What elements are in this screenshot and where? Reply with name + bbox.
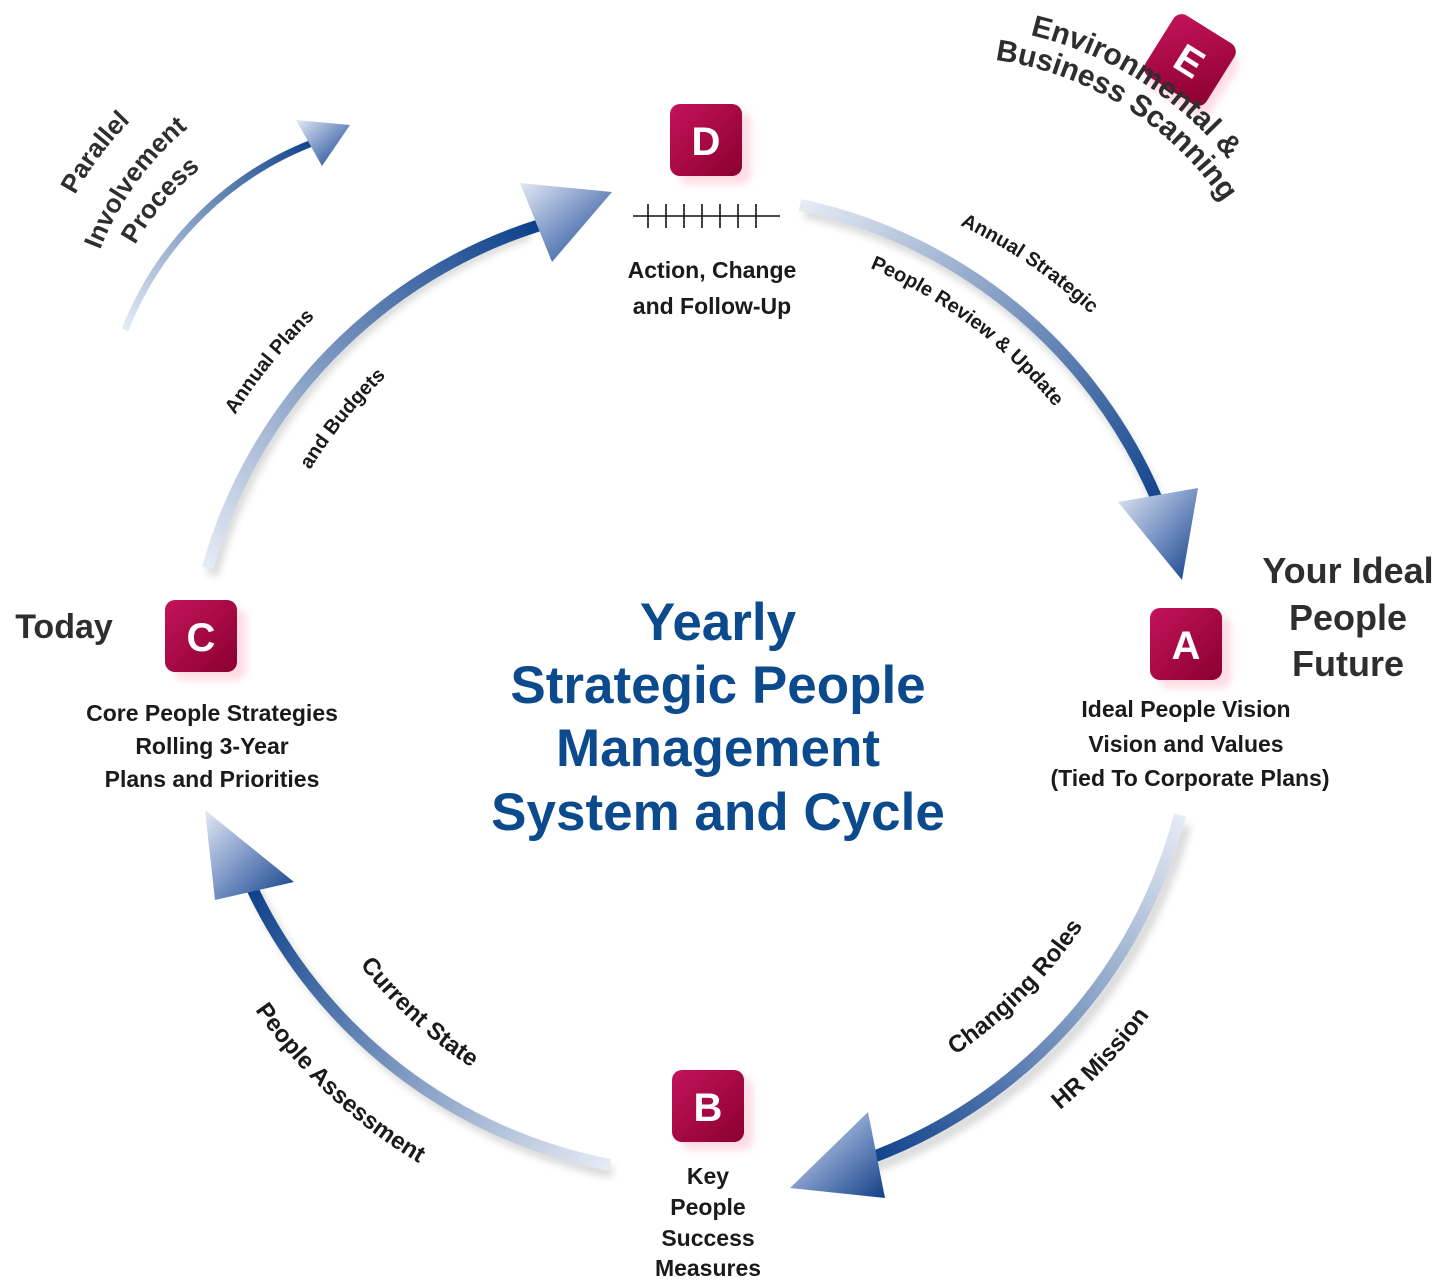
node-c-line-3: Plans and Priorities (105, 766, 320, 792)
node-d-line-1: Action, Change (628, 257, 797, 283)
node-c-heading: Today (15, 608, 113, 646)
node-c-text: Core People Strategies Rolling 3-Year Pl… (86, 700, 338, 792)
arrow-a-to-b (790, 813, 1186, 1198)
badge-c-letter: C (187, 616, 216, 660)
parallel-label: Parallel Involvement Process (54, 104, 204, 252)
label-a-to-b-line-2: HR Mission (1046, 1002, 1154, 1114)
badge-e: E (1144, 14, 1239, 119)
arrow-c-to-d (202, 183, 612, 570)
node-b-line-3: Success (661, 1225, 754, 1251)
node-b-line-1: Key (687, 1163, 729, 1189)
node-a-line-3: (Tied To Corporate Plans) (1050, 765, 1329, 791)
center-title-line-2: Strategic People (510, 656, 925, 715)
center-title: Yearly Strategic People Management Syste… (491, 593, 945, 842)
center-title-line-4: System and Cycle (491, 783, 945, 842)
center-title-line-3: Management (556, 719, 880, 778)
label-d-to-a-line-1: Annual Strategic (958, 210, 1103, 318)
node-c-line-1: Core People Strategies (86, 700, 338, 726)
node-a-text: Ideal People Vision Vision and Values (T… (1050, 696, 1329, 791)
center-title-line-1: Yearly (640, 593, 797, 652)
node-a-heading-line-1: Your Ideal (1262, 550, 1433, 591)
node-b-line-2: People (670, 1194, 745, 1220)
badge-d: D (670, 104, 751, 184)
label-b-to-c: Current State People Assessment (250, 952, 483, 1169)
node-d-text: Action, Change and Follow-Up (628, 257, 797, 319)
badge-b: B (672, 1070, 753, 1150)
badge-a-letter: A (1172, 624, 1201, 668)
node-a-heading: Your Ideal People Future (1262, 550, 1433, 684)
node-a-line-1: Ideal People Vision (1081, 696, 1290, 722)
node-a-line-2: Vision and Values (1088, 731, 1283, 757)
arrow-d-to-a (798, 199, 1198, 580)
node-d-line-2: and Follow-Up (633, 293, 791, 319)
node-b-line-4: Measures (655, 1255, 761, 1280)
badge-b-letter: B (694, 1086, 723, 1130)
node-a-heading-line-3: Future (1292, 643, 1404, 684)
arrow-parallel-involvement (121, 120, 350, 332)
badge-c: C (165, 600, 246, 680)
arrow-b-to-c (205, 810, 612, 1171)
node-b-text: Key People Success Measures (655, 1163, 761, 1280)
node-a-heading-line-2: People (1289, 597, 1407, 638)
node-c-line-2: Rolling 3-Year (135, 733, 288, 759)
badge-a: A (1150, 608, 1231, 688)
timeline-ticks (633, 204, 780, 228)
badge-d-letter: D (692, 120, 721, 164)
